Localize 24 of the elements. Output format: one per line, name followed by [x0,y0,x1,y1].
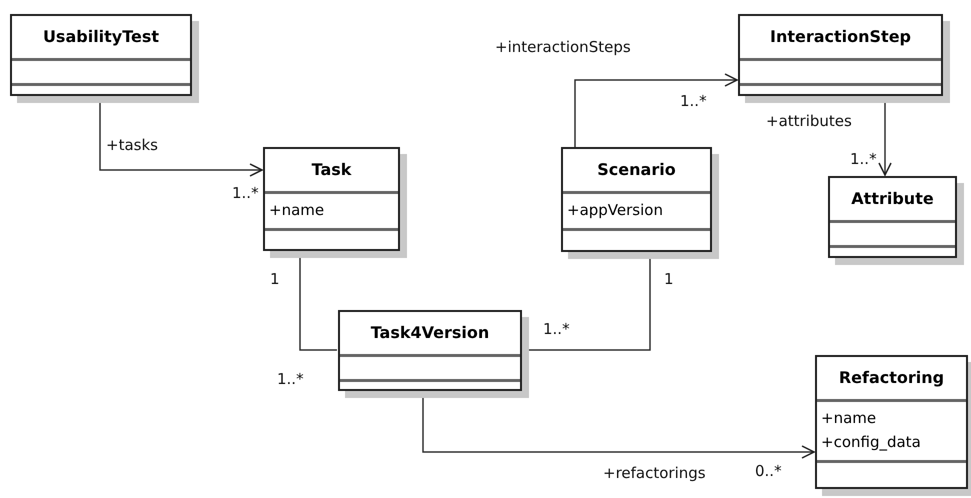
class-name: Refactoring [838,368,944,387]
multiplicity-label: 1..* [232,184,259,202]
class-name: Task [312,160,352,179]
multiplicity-label: 1..* [680,92,707,110]
role-label: +tasks [106,136,158,154]
class-name: UsabilityTest [42,27,160,46]
multiplicity-label: 1..* [850,150,877,168]
attribute-text: +name [821,408,878,429]
multiplicity-label: 1 [664,270,674,288]
multiplicity-label: 1 [270,270,280,288]
multiplicity-label: 0..* [755,462,782,480]
class-name: Scenario [597,160,676,179]
role-label: +attributes [766,112,852,130]
multiplicity-label: 1..* [277,370,304,388]
role-label: +refactorings [603,464,706,482]
role-label: +interactionSteps [495,38,631,56]
class-name: Attribute [851,189,934,208]
attribute-text: +config_data [821,432,922,453]
multiplicity-label: 1..* [543,320,570,338]
class-name: Task4Version [370,323,490,342]
class-name: InteractionStep [770,27,911,46]
attribute-text: +appVersion [567,200,664,221]
attribute-text: +name [269,200,326,221]
association-line [574,73,738,147]
